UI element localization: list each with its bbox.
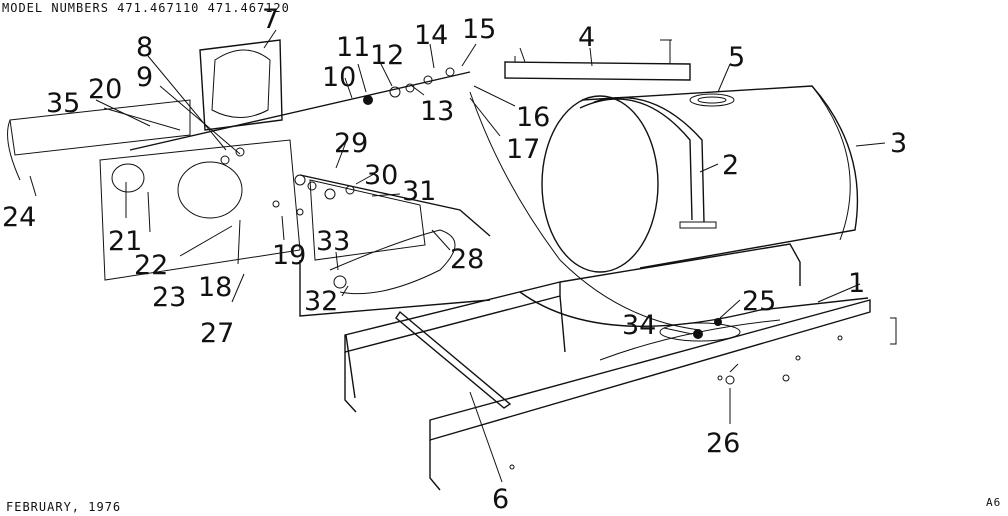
callout-4: 4	[578, 22, 595, 53]
callout-27: 27	[200, 318, 234, 349]
callout-25: 25	[742, 286, 776, 317]
valve-assembly-drawing	[7, 39, 739, 385]
callout-9: 9	[136, 62, 153, 93]
callout-2: 2	[722, 150, 739, 181]
callout-14: 14	[414, 20, 448, 51]
callout-28: 28	[450, 244, 484, 275]
callout-3: 3	[890, 128, 907, 159]
callout-6: 6	[492, 484, 509, 515]
callout-11: 11	[336, 32, 370, 63]
callout-26: 26	[706, 428, 740, 459]
page-code: A6	[986, 496, 1002, 509]
callout-33: 33	[316, 226, 350, 257]
callout-23: 23	[152, 282, 186, 313]
callout-18: 18	[198, 272, 232, 303]
callout-10: 10	[322, 62, 356, 93]
callout-8: 8	[136, 32, 153, 63]
callout-15: 15	[462, 14, 496, 45]
callout-12: 12	[370, 40, 404, 71]
callout-21: 21	[108, 226, 142, 257]
callout-29: 29	[334, 128, 368, 159]
frame-drawing	[344, 243, 897, 491]
tank-drawing	[541, 85, 859, 273]
callout-19: 19	[272, 240, 306, 271]
callout-24: 24	[2, 202, 36, 233]
callout-16: 16	[516, 102, 550, 133]
callout-31: 31	[402, 176, 436, 207]
callout-22: 22	[134, 250, 168, 281]
callout-1: 1	[848, 268, 865, 299]
callout-labels: 1 2 3 4 5 6 7 8 9 10 11 12 13 14 15 16 1…	[2, 4, 907, 515]
callout-5: 5	[728, 42, 745, 73]
callout-17: 17	[506, 134, 540, 165]
bracket-drawing	[504, 39, 691, 81]
callout-13: 13	[420, 96, 454, 127]
callout-35: 35	[46, 88, 80, 119]
leader-lines	[29, 29, 886, 483]
callout-20: 20	[88, 74, 122, 105]
callout-7: 7	[262, 4, 279, 35]
tank-strap-drawing	[579, 96, 717, 229]
callout-32: 32	[304, 286, 338, 317]
date-footer: FEBRUARY, 1976	[6, 500, 122, 514]
callout-34: 34	[622, 310, 656, 341]
model-numbers-header: MODEL NUMBERS 471.467110 471.467120	[2, 1, 290, 15]
callout-30: 30	[364, 160, 398, 191]
